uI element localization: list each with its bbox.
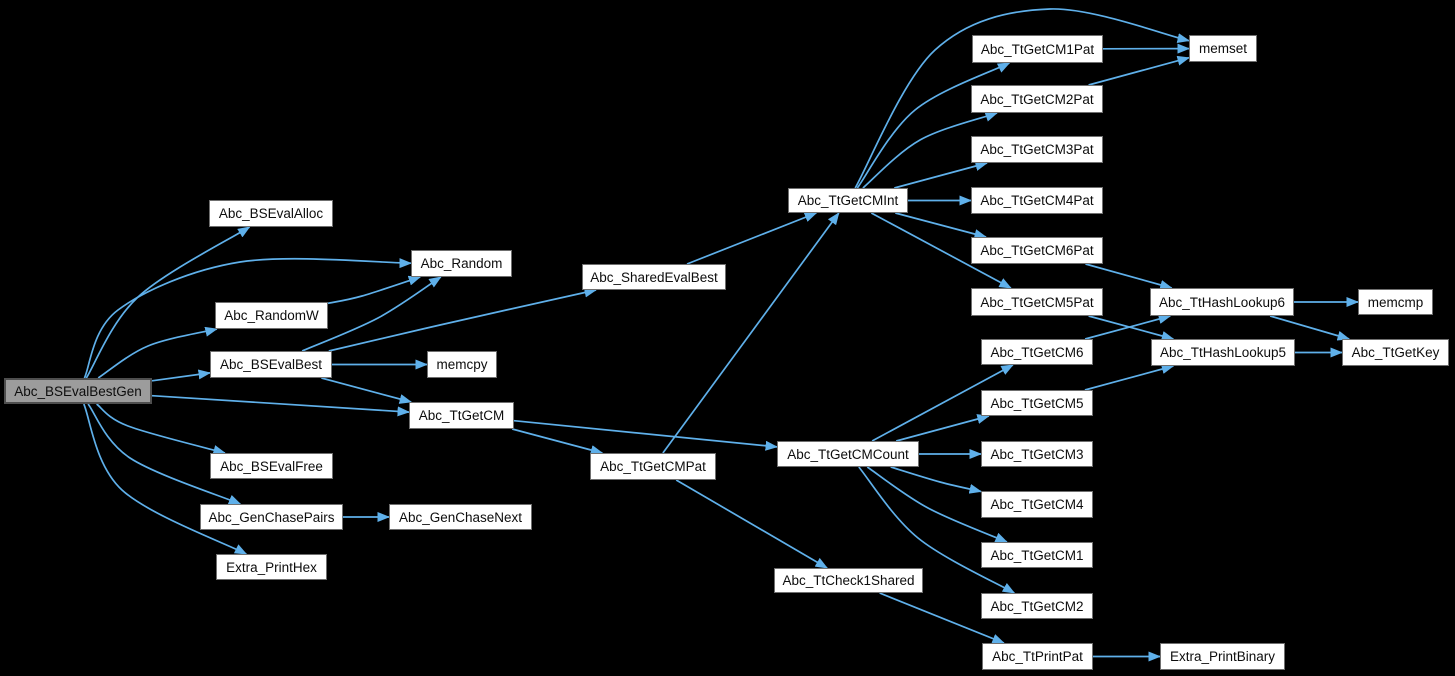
edge-Abc_TtGetCMPat-to-Abc_TtGetCMInt bbox=[662, 212, 840, 454]
node-Abc_TtGetCM6Pat[interactable]: Abc_TtGetCM6Pat bbox=[971, 237, 1103, 264]
node-Abc_TtGetCM2Pat[interactable]: Abc_TtGetCM2Pat bbox=[971, 85, 1103, 113]
edge-Abc_BSEvalBestGen-to-Abc_TtGetCM bbox=[151, 394, 410, 417]
edge-Abc_TtCheck1Shared-to-Abc_TtPrintPat bbox=[879, 592, 1005, 644]
node-Abc_BSEvalBest[interactable]: Abc_BSEvalBest bbox=[210, 351, 332, 378]
node-Abc_TtGetCMInt[interactable]: Abc_TtGetCMInt bbox=[788, 188, 908, 213]
node-Abc_TtGetCM3[interactable]: Abc_TtGetCM3 bbox=[981, 441, 1093, 467]
edge-Abc_TtGetCMInt-to-Abc_TtGetCM2Pat bbox=[862, 112, 998, 189]
edge-Abc_BSEvalBestGen-to-Abc_BSEvalBest bbox=[151, 369, 211, 382]
node-Abc_TtHashLookup5[interactable]: Abc_TtHashLookup5 bbox=[1151, 339, 1295, 366]
node-memcmp[interactable]: memcmp bbox=[1358, 289, 1433, 315]
node-Abc_BSEvalBestGen: Abc_BSEvalBestGen bbox=[4, 378, 152, 404]
node-Abc_TtGetCMPat[interactable]: Abc_TtGetCMPat bbox=[590, 453, 716, 480]
node-memcpy[interactable]: memcpy bbox=[427, 351, 497, 378]
node-Abc_TtGetCM3Pat[interactable]: Abc_TtGetCM3Pat bbox=[971, 136, 1103, 163]
node-Abc_TtGetCM5Pat[interactable]: Abc_TtGetCM5Pat bbox=[971, 288, 1103, 316]
node-Abc_BSEvalAlloc[interactable]: Abc_BSEvalAlloc bbox=[209, 200, 333, 227]
edge-Abc_TtGetCMInt-to-memset bbox=[854, 8, 1190, 189]
edge-Abc_BSEvalBest-to-Abc_TtGetCM bbox=[321, 377, 413, 404]
node-Extra_PrintHex[interactable]: Extra_PrintHex bbox=[216, 554, 327, 580]
node-Abc_TtGetCM[interactable]: Abc_TtGetCM bbox=[409, 402, 514, 429]
edge-Abc_TtGetCMInt-to-Abc_TtGetCM6Pat bbox=[895, 212, 987, 239]
edge-Abc_BSEvalBest-to-Abc_Random bbox=[301, 276, 442, 352]
node-Abc_TtGetCM2[interactable]: Abc_TtGetCM2 bbox=[981, 593, 1093, 619]
edge-Abc_TtGetCMCount-to-Abc_TtGetCM1 bbox=[866, 466, 1008, 543]
edge-Abc_TtGetCMCount-to-Abc_TtGetCM5 bbox=[895, 414, 990, 442]
edge-Abc_BSEvalBestGen-to-Abc_GenChasePairs bbox=[87, 403, 242, 505]
edge-Abc_RandomW-to-Abc_Random bbox=[327, 275, 422, 305]
node-Abc_TtGetCM4[interactable]: Abc_TtGetCM4 bbox=[981, 491, 1093, 518]
node-Abc_TtGetCMCount[interactable]: Abc_TtGetCMCount bbox=[777, 441, 919, 467]
edge-Abc_BSEvalBestGen-to-Abc_BSEvalFree bbox=[96, 403, 226, 455]
edge-Abc_TtGetCM5Pat-to-Abc_TtHashLookup5 bbox=[1088, 315, 1175, 341]
node-Abc_RandomW[interactable]: Abc_RandomW bbox=[215, 302, 328, 329]
node-Abc_TtHashLookup6[interactable]: Abc_TtHashLookup6 bbox=[1150, 288, 1294, 316]
edge-Abc_TtGetCM6Pat-to-Abc_TtHashLookup6 bbox=[1085, 263, 1173, 290]
node-Extra_PrintBinary[interactable]: Extra_PrintBinary bbox=[1160, 643, 1285, 670]
edge-Abc_BSEvalBestGen-to-Abc_RandomW bbox=[97, 326, 218, 379]
node-memset[interactable]: memset bbox=[1189, 35, 1257, 62]
node-Abc_TtGetCM1[interactable]: Abc_TtGetCM1 bbox=[981, 542, 1093, 568]
node-Abc_TtGetCM4Pat[interactable]: Abc_TtGetCM4Pat bbox=[971, 187, 1103, 214]
node-Abc_TtPrintPat[interactable]: Abc_TtPrintPat bbox=[982, 643, 1093, 670]
edge-Abc_TtHashLookup6-to-Abc_TtGetKey bbox=[1269, 315, 1351, 341]
edge-Abc_TtGetCMInt-to-Abc_TtGetCM5Pat bbox=[870, 212, 1012, 289]
node-Abc_TtCheck1Shared[interactable]: Abc_TtCheck1Shared bbox=[774, 568, 923, 593]
edge-Abc_TtGetCMCount-to-Abc_TtGetCM6 bbox=[871, 364, 1014, 442]
node-Abc_TtGetCM5[interactable]: Abc_TtGetCM5 bbox=[981, 390, 1093, 416]
edge-Abc_TtGetCMCount-to-Abc_TtGetCM2 bbox=[858, 466, 1016, 594]
edge-Abc_TtGetCMInt-to-Abc_TtGetCM1Pat bbox=[856, 62, 1011, 189]
edge-Abc_TtGetCMPat-to-Abc_TtCheck1Shared bbox=[675, 479, 828, 569]
node-Abc_GenChasePairs[interactable]: Abc_GenChasePairs bbox=[200, 504, 343, 530]
node-Abc_SharedEvalBest[interactable]: Abc_SharedEvalBest bbox=[582, 264, 726, 290]
edge-Abc_TtGetCM-to-Abc_TtGetCMCount bbox=[513, 419, 778, 451]
edge-Abc_TtGetCMCount-to-Abc_TtGetCM4 bbox=[890, 466, 982, 494]
node-Abc_BSEvalFree[interactable]: Abc_BSEvalFree bbox=[210, 453, 333, 479]
edge-Abc_TtGetCM6-to-Abc_TtHashLookup6 bbox=[1084, 314, 1172, 340]
edge-Abc_TtGetCMInt-to-Abc_TtGetCM3Pat bbox=[894, 161, 988, 189]
edge-Abc_TtGetCM5-to-Abc_TtHashLookup5 bbox=[1084, 364, 1175, 391]
edge-Abc_BSEvalBest-to-Abc_SharedEvalBest bbox=[328, 287, 597, 352]
edge-Abc_SharedEvalBest-to-Abc_TtGetCMInt bbox=[686, 212, 818, 265]
edge-Abc_BSEvalBestGen-to-Abc_Random bbox=[83, 257, 412, 379]
node-Abc_TtGetKey[interactable]: Abc_TtGetKey bbox=[1342, 339, 1449, 366]
edge-Abc_TtGetCM-to-Abc_TtGetCMPat bbox=[511, 428, 604, 455]
node-Abc_GenChaseNext[interactable]: Abc_GenChaseNext bbox=[389, 504, 532, 530]
edge-Abc_BSEvalBestGen-to-Extra_PrintHex bbox=[83, 403, 248, 555]
node-Abc_TtGetCM6[interactable]: Abc_TtGetCM6 bbox=[981, 339, 1093, 365]
node-Abc_TtGetCM1Pat[interactable]: Abc_TtGetCM1Pat bbox=[972, 35, 1103, 63]
edge-Abc_TtGetCM2Pat-to-memset bbox=[1088, 55, 1190, 86]
node-Abc_Random[interactable]: Abc_Random bbox=[411, 250, 512, 277]
